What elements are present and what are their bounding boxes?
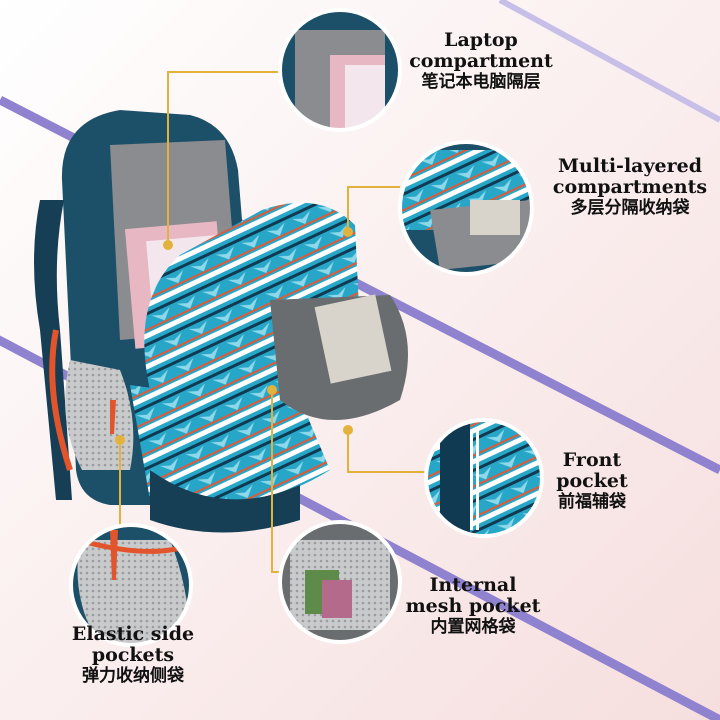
- feature-title-line1: Elastic side: [71, 623, 195, 645]
- feature-subtitle: 笔记本电脑隔层: [421, 71, 541, 92]
- zipper-pull: [110, 400, 116, 434]
- feature-label-side: Elastic side pockets 弹力收纳侧袋: [48, 623, 218, 686]
- feature-subtitle: 弹力收纳侧袋: [82, 665, 184, 686]
- feature-label-mesh: Internal mesh pocket 内置网格袋: [398, 574, 548, 637]
- feature-label-laptop: Laptop compartment 笔记本电脑隔层: [396, 29, 566, 92]
- feature-title-line1: Laptop: [444, 29, 518, 51]
- inner-notebook: [314, 294, 392, 384]
- feature-label-front: Front pocket 前福辅袋: [540, 449, 644, 512]
- feature-title-line2: compartment: [409, 50, 553, 73]
- side-pocket-trim: [49, 329, 73, 471]
- feature-title-line2: pockets: [91, 644, 175, 667]
- detail-circle-laptop: [278, 8, 402, 132]
- callout-line-front: [347, 430, 426, 473]
- callout-line-laptop: [167, 71, 280, 245]
- backpack: [34, 110, 408, 533]
- feature-label-multi: Multi-layered compartments 多层分隔收纳袋: [540, 155, 720, 218]
- background-stripe: [498, 0, 720, 123]
- feature-title-line2: mesh pocket: [405, 595, 541, 618]
- detail-circle-multi: [398, 140, 534, 276]
- feature-title-line1: Multi-layered: [558, 155, 702, 177]
- feature-title-line2: compartments: [552, 176, 708, 199]
- detail-circle-side: [69, 523, 193, 647]
- detail-circle-front: [424, 418, 544, 538]
- detail-circle-mesh: [278, 520, 402, 644]
- bottom-panel: [150, 470, 300, 533]
- callout-lines: [115, 71, 426, 573]
- front-pocket: [130, 375, 330, 506]
- feature-title-line2: pocket: [556, 470, 628, 493]
- feature-subtitle: 内置网格袋: [430, 616, 516, 637]
- feature-subtitle: 多层分隔收纳袋: [570, 197, 690, 218]
- feature-subtitle: 前福辅袋: [558, 491, 626, 512]
- callout-line-multi: [347, 186, 400, 232]
- callout-line-mesh: [271, 390, 280, 573]
- feature-title-line1: Internal: [429, 574, 517, 596]
- feature-title-line1: Front: [562, 449, 622, 471]
